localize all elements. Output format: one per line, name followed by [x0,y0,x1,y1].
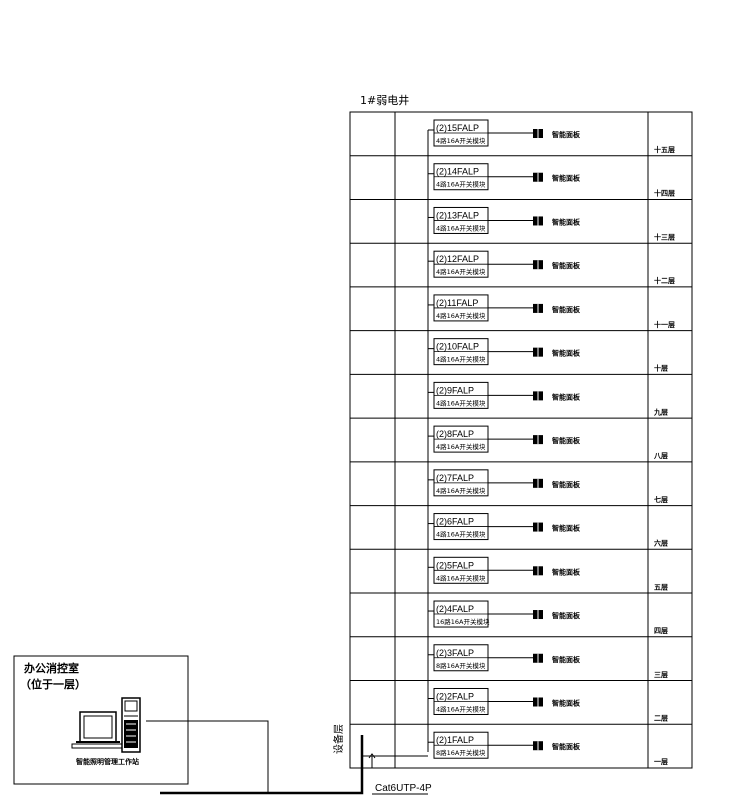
panel-id: (2)13FALP [436,210,479,220]
panel-id: (2)10FALP [436,342,479,352]
panel-id: (2)12FALP [436,254,479,264]
control-room-title: 办公消控室 [24,661,79,675]
switch-module-label: 4路16A开关模块 [436,311,486,320]
smart-panel-label: 智能面板 [552,480,581,489]
switch-module-label: 4路16A开关模块 [436,442,486,451]
panel-id: (2)4FALP [436,604,474,614]
computer-monitor-icon [71,711,123,749]
switch-module-label: 8路16A开关模块 [436,748,486,757]
cable-label: Cat6UTP-4P [375,783,432,794]
floor-label: 七层 [654,495,668,504]
switch-module-label: 4路16A开关模块 [436,573,486,582]
floor-label: 六层 [654,539,668,548]
smart-panel-label: 智能面板 [552,392,581,401]
switch-module-label: 4路16A开关模块 [436,530,486,539]
equipment-layer-label: 设备层 [332,724,345,754]
floor-label: 十一层 [654,320,675,329]
floor-label: 三层 [654,670,668,679]
control-room-location: （位于一层） [20,677,86,691]
switch-module-label: 4路16A开关模块 [436,355,486,364]
smart-panel-label: 智能面板 [552,655,581,664]
panel-id: (2)6FALP [436,517,474,527]
floor-label: 十层 [654,364,668,373]
smart-panel-label: 智能面板 [552,698,581,707]
panel-id: (2)5FALP [436,560,474,570]
smart-panel-label: 智能面板 [552,567,581,576]
panel-id: (2)9FALP [436,385,474,395]
control-room-box [13,655,189,785]
workstation-label: 智能照明管理工作站 [76,757,139,766]
smart-panel-label: 智能面板 [552,174,581,183]
floor-label: 九层 [653,407,668,416]
cable-arrow-icon [368,753,376,759]
floor-label: 八层 [653,451,668,460]
panel-id: (2)7FALP [436,473,474,483]
floor-label: 十四层 [654,189,675,198]
floor-rows: (2)15FALP4路16A开关模块智能面板十五层(2)14FALP4路16A开… [350,119,692,766]
switch-module-label: 4路16A开关模块 [436,180,486,189]
panel-id: (2)15FALP [436,123,479,133]
smart-panel-label: 智能面板 [552,130,581,139]
floor-label: 十二层 [654,276,675,285]
smart-panel-label: 智能面板 [552,436,581,445]
smart-panel-label: 智能面板 [552,611,581,620]
floor-label: 五层 [654,582,668,591]
smart-panel-label: 智能面板 [552,261,581,270]
switch-module-label: 4路16A开关模块 [436,704,486,713]
smart-panel-label: 智能面板 [552,524,581,533]
switch-module-label: 4路16A开关模块 [436,398,486,407]
switch-module-label: 8路16A开关模块 [436,661,486,670]
floor-label: 四层 [654,626,668,635]
panel-id: (2)1FALP [436,735,474,745]
panel-id: (2)14FALP [436,167,479,177]
main-cable-run [160,735,364,795]
switch-module-label: 4路16A开关模块 [436,267,486,276]
shaft-title: 1#弱电井 [360,93,409,107]
switch-module-label: 4路16A开关模块 [436,136,486,145]
panel-id: (2)2FALP [436,691,474,701]
switch-module-label: 4路16A开关模块 [436,223,486,232]
switch-module-label: 16路16A开关模块 [436,617,490,626]
switch-module-label: 4路16A开关模块 [436,486,486,495]
floor-label: 一层 [654,757,668,766]
panel-id: (2)11FALP [436,298,478,308]
smart-panel-label: 智能面板 [552,217,581,226]
shaft-frame [349,111,693,769]
smart-panel-label: 智能面板 [552,742,581,751]
panel-id: (2)8FALP [436,429,474,439]
server-tower-icon [121,697,141,753]
panel-id: (2)3FALP [436,648,474,658]
floor-label: 十五层 [654,145,675,154]
smart-panel-label: 智能面板 [552,349,581,358]
workstation-link-line [146,720,269,793]
floor-label: 二层 [654,713,668,722]
smart-panel-label: 智能面板 [552,305,581,314]
floor-label: 十三层 [654,232,675,241]
